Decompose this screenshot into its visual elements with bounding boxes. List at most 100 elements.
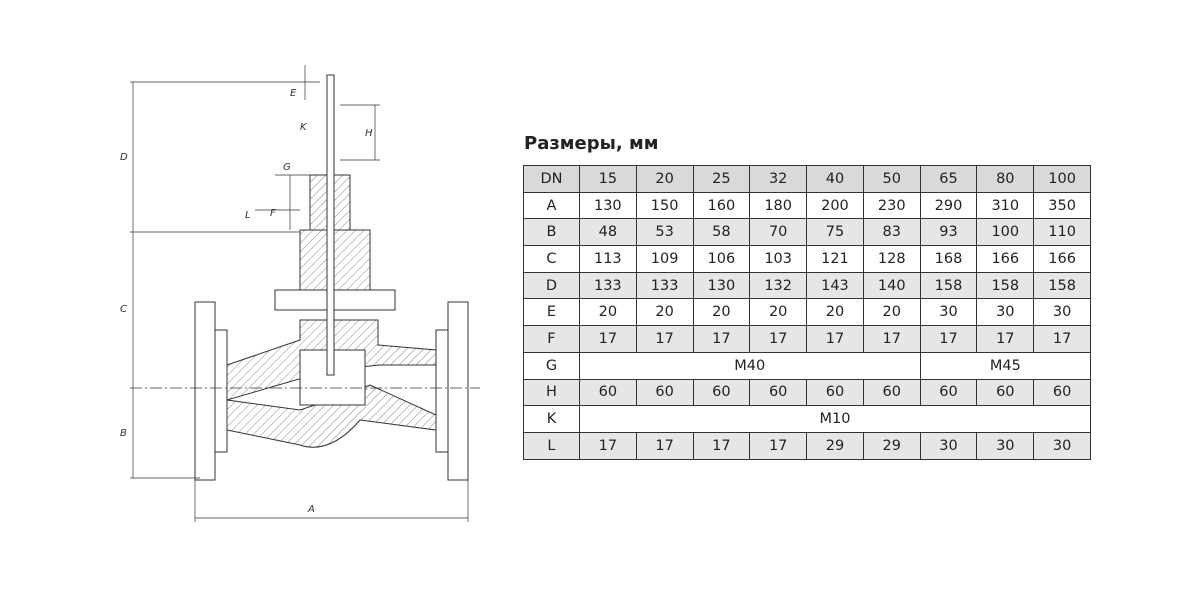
table-cell: 20: [635, 298, 694, 327]
table-cell: 200: [806, 191, 864, 220]
table-cell: 103: [749, 245, 808, 273]
table-title: Размеры, мм: [524, 133, 659, 154]
table-cell: 15: [578, 165, 637, 193]
row-header-cell: C: [523, 245, 580, 273]
dim-label-a: A: [307, 504, 315, 515]
table-cell: 17: [1033, 325, 1091, 353]
table-cell: 166: [976, 245, 1035, 273]
table-cell: 17: [749, 431, 808, 460]
table-cell: 17: [976, 325, 1035, 353]
table-cell: 60: [919, 378, 978, 407]
table-cell: 17: [749, 325, 808, 353]
dim-label-g: G: [283, 162, 291, 173]
table-cell: 20: [692, 298, 751, 327]
table-cell: 17: [692, 431, 751, 460]
table-cell: M40: [578, 351, 921, 380]
table-cell: 48: [578, 218, 637, 247]
table-cell: 100: [1033, 165, 1091, 193]
table-cell: 60: [692, 378, 751, 407]
table-cell: 158: [919, 271, 978, 300]
dim-label-b: B: [120, 428, 127, 439]
table-cell: 32: [749, 165, 808, 193]
table-cell: 17: [635, 431, 694, 460]
table-cell: 143: [806, 271, 864, 300]
table-cell: 290: [919, 191, 978, 220]
table-cell: 29: [862, 431, 921, 460]
table-cell: 100: [976, 218, 1035, 247]
row-header-cell: DN: [523, 165, 580, 193]
table-cell: 60: [806, 378, 864, 407]
row-header-cell: E: [523, 298, 580, 327]
row-header-cell: A: [523, 191, 580, 220]
table-cell: 109: [635, 245, 694, 273]
table-cell: 30: [1033, 431, 1091, 460]
table-cell: 20: [806, 298, 864, 327]
table-cell: 168: [919, 245, 978, 273]
table-cell: 132: [749, 271, 808, 300]
table-cell: 60: [578, 378, 637, 407]
table-cell: 17: [635, 325, 694, 353]
table-cell: 106: [692, 245, 751, 273]
table-cell: 17: [692, 325, 751, 353]
table-cell: 30: [976, 298, 1035, 327]
table-cell: 60: [862, 378, 921, 407]
table-cell: 30: [919, 431, 978, 460]
table-cell: 113: [578, 245, 637, 273]
table-cell: 40: [806, 165, 864, 193]
dim-label-k: K: [300, 122, 308, 133]
valve-drawing: D C B A E H K G F L: [120, 65, 480, 522]
table-cell: 58: [692, 218, 751, 247]
valve-body: [194, 74, 469, 481]
table-cell: 60: [749, 378, 808, 407]
dim-label-c: C: [120, 304, 127, 315]
table-cell: 310: [976, 191, 1035, 220]
table-cell: 75: [806, 218, 864, 247]
table-cell: 17: [578, 431, 637, 460]
row-header-cell: G: [523, 351, 580, 380]
table-cell: 158: [1033, 271, 1091, 300]
table-cell: 17: [919, 325, 978, 353]
table-cell: 50: [862, 165, 921, 193]
table-cell: 53: [635, 218, 694, 247]
table-cell: M45: [919, 351, 1092, 380]
dim-label-l: L: [245, 210, 251, 221]
dimension-lines: [130, 65, 480, 522]
dim-label-f: F: [270, 208, 276, 219]
table-cell: 17: [578, 325, 637, 353]
table-cell: 17: [862, 325, 921, 353]
row-header-cell: H: [523, 378, 580, 407]
dim-label-e: E: [290, 88, 297, 99]
table-cell: 29: [806, 431, 864, 460]
table-cell: 133: [635, 271, 694, 300]
table-cell: 150: [635, 191, 694, 220]
table-cell: 166: [1033, 245, 1091, 273]
table-cell: 121: [806, 245, 864, 273]
table-cell: 25: [692, 165, 751, 193]
table-cell: 20: [862, 298, 921, 327]
table-cell: 20: [635, 165, 694, 193]
table-cell: 93: [919, 218, 978, 247]
table-cell: 110: [1033, 218, 1091, 247]
table-cell: 30: [1033, 298, 1091, 327]
table-cell: 158: [976, 271, 1035, 300]
dim-label-h: H: [365, 128, 373, 139]
table-cell: 20: [749, 298, 808, 327]
table-cell: 17: [806, 325, 864, 353]
table-cell: 80: [976, 165, 1035, 193]
table-cell: M10: [578, 405, 1092, 433]
table-cell: 30: [919, 298, 978, 327]
row-header-cell: D: [523, 271, 580, 300]
table-cell: 130: [692, 271, 751, 300]
